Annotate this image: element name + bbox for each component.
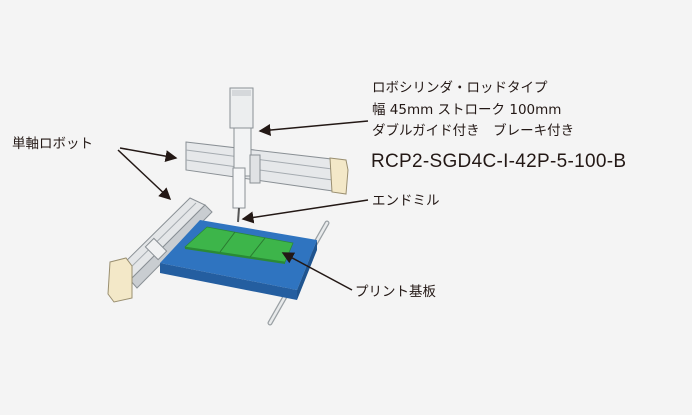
rod-spec-label: 幅 45mm ストローク 100mm [372, 102, 562, 118]
rod-cylinder [229, 87, 261, 223]
callout-arrows [117, 120, 369, 291]
end-mill-label: エンドミル [372, 193, 440, 209]
pcb-label: プリント基板 [355, 284, 436, 300]
model-number: RCP2-SGD4C-I-42P-5-100-B [371, 151, 627, 172]
rod-type-label: ロボシリンダ・ロッドタイプ [372, 80, 548, 96]
single-axis-robot-label: 単軸ロボット [12, 136, 93, 152]
lower-axis-actuator [107, 197, 213, 303]
end-cap [329, 157, 349, 195]
end-cap [107, 257, 133, 303]
upper-axis-actuator [185, 141, 349, 195]
rod-options-label: ダブルガイド付き ブレーキ付き [372, 123, 575, 139]
end-mill-tool [237, 207, 240, 223]
